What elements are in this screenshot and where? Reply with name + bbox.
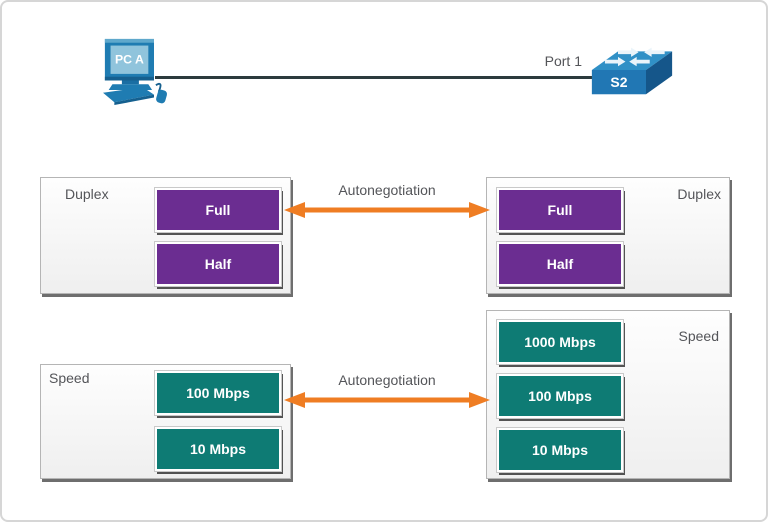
- port-label: Port 1: [544, 53, 582, 69]
- pc-screen: [110, 45, 149, 74]
- pc-monitor-shadow: [104, 76, 154, 81]
- duplex-panel-switch: Duplex Full Half: [486, 177, 730, 294]
- pc-keyboard: [103, 87, 154, 103]
- speed-option-1000: 1000 Mbps: [496, 319, 624, 365]
- pc-icon: PC A: [103, 38, 168, 106]
- switch-label: S2: [610, 74, 627, 90]
- panel-title: Speed: [49, 370, 90, 386]
- switch-arrow-icon: [644, 47, 665, 57]
- autonegotiation-label: Autonegotiation: [338, 372, 436, 388]
- speed-panel-pc: Speed 100 Mbps 10 Mbps: [40, 364, 291, 479]
- speed-option-100: 100 Mbps: [154, 370, 282, 416]
- ethernet-link-line: [155, 76, 596, 79]
- double-arrow-icon: [284, 392, 490, 408]
- panel-title: Speed: [678, 328, 719, 344]
- switch-arrow-icon: [604, 56, 626, 67]
- duplex-autonegotiation: Autonegotiation: [283, 182, 491, 226]
- mouse-icon: [156, 89, 168, 104]
- pc-label: PC A: [115, 53, 144, 67]
- speed-option-10: 10 Mbps: [154, 426, 282, 472]
- switch-side-face: [646, 51, 673, 95]
- pc-keyboard-edge: [114, 94, 154, 106]
- speed-panel-switch: Speed 1000 Mbps 100 Mbps 10 Mbps: [486, 310, 730, 479]
- speed-option-100: 100 Mbps: [496, 373, 624, 419]
- switch-arrow-icon: [629, 56, 650, 67]
- double-arrow-icon: [284, 202, 490, 218]
- duplex-option-half: Half: [496, 241, 624, 287]
- autonegotiation-label: Autonegotiation: [338, 182, 436, 198]
- pc-stand: [121, 80, 139, 85]
- switch-icon: S2: [591, 47, 673, 95]
- switch-front-face: [591, 70, 646, 95]
- panel-title: Duplex: [677, 186, 721, 202]
- duplex-option-half: Half: [154, 241, 282, 287]
- speed-autonegotiation: Autonegotiation: [283, 372, 491, 416]
- switch-arrow-icon: [618, 47, 639, 57]
- speed-option-10: 10 Mbps: [496, 427, 624, 473]
- duplex-option-full: Full: [496, 187, 624, 233]
- pc-monitor-bevel: [104, 38, 154, 43]
- mouse-cable: [155, 82, 162, 93]
- duplex-panel-pc: Duplex Full Half: [40, 177, 291, 294]
- duplex-option-full: Full: [154, 187, 282, 233]
- panel-title: Duplex: [65, 186, 109, 202]
